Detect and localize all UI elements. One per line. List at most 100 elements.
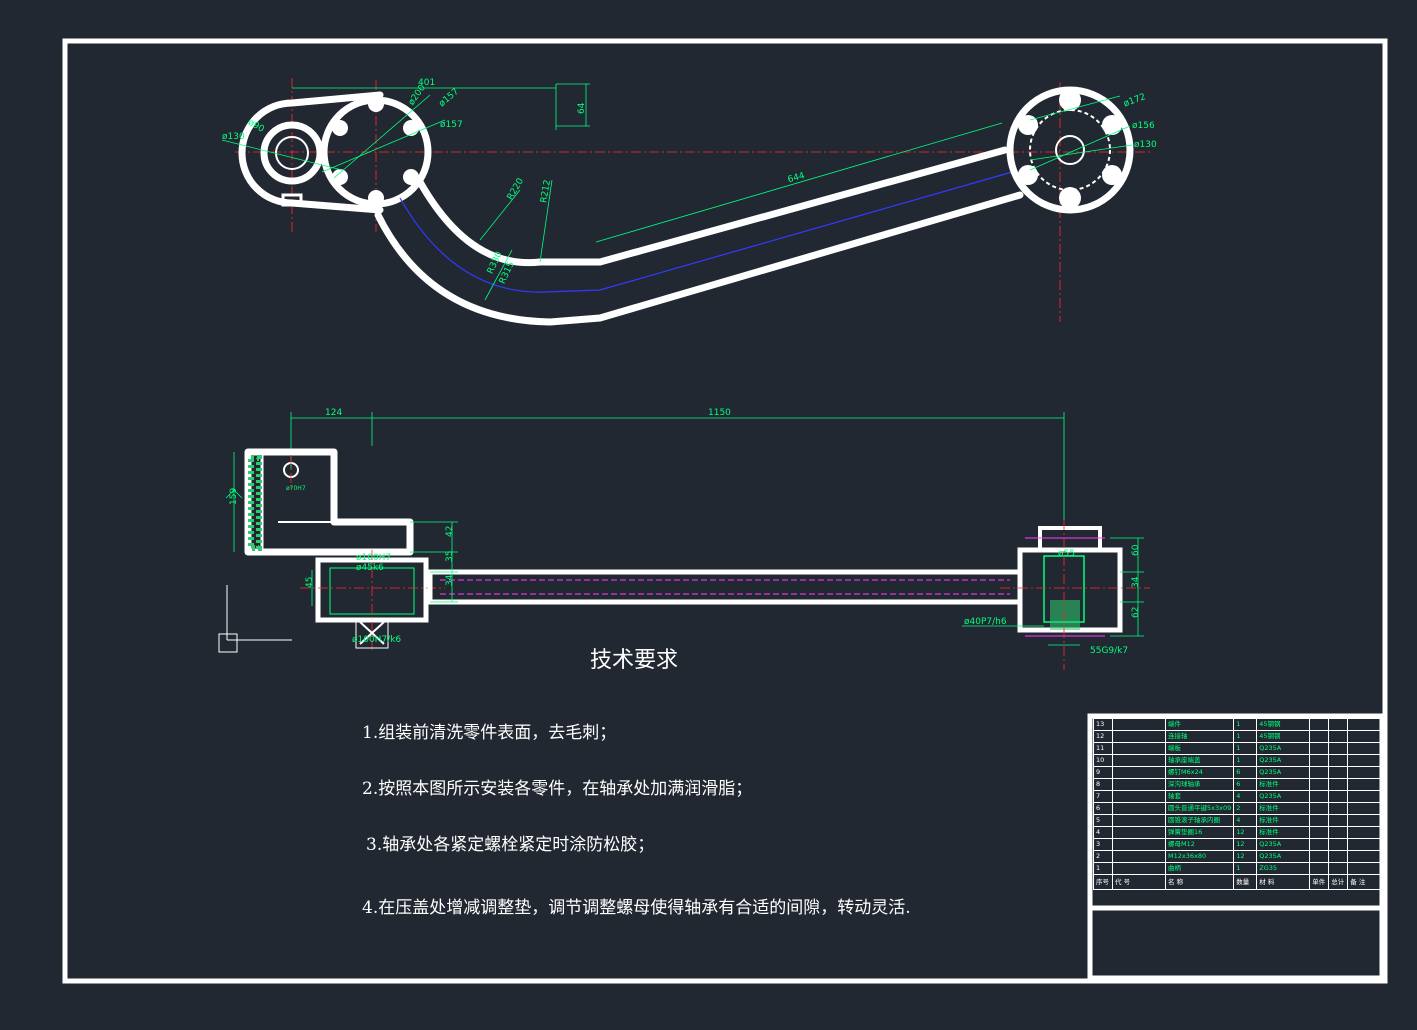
dim-d157a: ø157 xyxy=(437,87,461,109)
dim-42: 42 xyxy=(445,526,455,537)
bom-cell-no: 3 xyxy=(1093,838,1113,851)
bom-cell-material: Q235A xyxy=(1256,754,1311,767)
dim-d55: ø55 xyxy=(1058,549,1075,559)
dim-d130-left: ø130 xyxy=(222,132,245,142)
bom-cell-no: 5 xyxy=(1093,814,1113,827)
bom-cell-code xyxy=(1112,778,1166,791)
bom-cell-material: 45钢钢 xyxy=(1256,730,1311,743)
dim-401: 401 xyxy=(418,78,435,88)
dim-r220: R220 xyxy=(506,176,527,202)
bom-cell-single xyxy=(1309,862,1330,875)
bom-cell-qty: 12 xyxy=(1233,850,1258,863)
bom-cell-remark xyxy=(1347,766,1383,779)
top-view: 401 64 ø130 ø90 ø200 ø157 ø157 R220 R212… xyxy=(221,78,1157,326)
bom-cell-no: 13 xyxy=(1093,718,1113,731)
bom-cell-material: Q235A xyxy=(1256,766,1311,779)
bom-cell-name: 弹簧垫圈16 xyxy=(1164,826,1235,839)
bom-cell-single xyxy=(1309,838,1330,851)
bom-cell-name: 螺钉M6x24 xyxy=(1164,766,1235,779)
dim-fit-55g9k7: 55G9/k7 xyxy=(1090,646,1128,656)
bom-cell-remark xyxy=(1347,814,1383,827)
dim-fit-70h7: ø70H7 xyxy=(286,485,306,492)
top-dimensions xyxy=(221,83,1133,301)
bom-cell-remark xyxy=(1347,718,1383,731)
bom-cell-no: 10 xyxy=(1093,754,1113,767)
bom-cell-material: Q235A xyxy=(1256,838,1311,851)
bom-cell-total xyxy=(1328,718,1349,731)
dim-34: 34 xyxy=(445,574,455,586)
bom-cell-remark xyxy=(1347,838,1383,851)
bom-cell-single xyxy=(1309,778,1330,791)
bom-cell-qty: 1 xyxy=(1233,718,1258,731)
dim-34b: 34 xyxy=(1131,576,1141,588)
bom-header-row: 序号 代 号 名 称 数量 材 料 单件 总计 备 注 xyxy=(1093,874,1383,890)
bom-cell-name: 圆锥滚子轴承内圈 xyxy=(1164,814,1235,827)
bom-cell-qty: 1 xyxy=(1233,754,1258,767)
bom-cell-single xyxy=(1309,766,1330,779)
bom-cell-total xyxy=(1328,754,1349,767)
bom-cell-single xyxy=(1309,742,1330,755)
bom-cell-code xyxy=(1112,802,1166,815)
bom-cell-qty: 12 xyxy=(1233,838,1258,851)
bom-cell-qty: 1 xyxy=(1233,862,1258,875)
bom-cell-remark xyxy=(1347,802,1383,815)
dim-fit-45k6: ø45k6 xyxy=(356,563,384,573)
bom-header-total: 总计 xyxy=(1328,874,1349,890)
bom-header-name: 名 称 xyxy=(1164,874,1235,890)
bom-header-single: 单件 xyxy=(1309,874,1330,890)
bom-cell-code xyxy=(1112,862,1166,875)
bom-cell-total xyxy=(1328,766,1349,779)
bom-cell-single xyxy=(1309,730,1330,743)
bom-cell-code xyxy=(1112,742,1166,755)
drawing-border xyxy=(62,38,1388,984)
bom-cell-name: M12x36x80 xyxy=(1164,850,1235,863)
bom-cell-qty: 4 xyxy=(1233,790,1258,803)
bom-cell-code xyxy=(1112,730,1166,743)
connecting-shaft xyxy=(427,569,1023,605)
bom-cell-no: 1 xyxy=(1093,862,1113,875)
bom-cell-total xyxy=(1328,802,1349,815)
bom-cell-material: 标准件 xyxy=(1256,778,1311,791)
bom-cell-code xyxy=(1112,826,1166,839)
bom-cell-total xyxy=(1328,790,1349,803)
dim-d157b: ø157 xyxy=(440,120,463,130)
bom-header-code: 代 号 xyxy=(1112,874,1166,890)
bom-cell-name: 轴套 xyxy=(1164,790,1235,803)
bom-cell-total xyxy=(1328,850,1349,863)
bom-cell-qty: 4 xyxy=(1233,814,1258,827)
bom-cell-single xyxy=(1309,802,1330,815)
dim-644: 644 xyxy=(787,171,807,185)
bom-cell-name: 圆头普通平键5x3x09 xyxy=(1164,802,1235,815)
bom-cell-total xyxy=(1328,730,1349,743)
bom-cell-name: 螺母M12 xyxy=(1164,838,1235,851)
dim-fit-100h7: ø100H7 xyxy=(356,553,391,563)
bom-cell-qty: 12 xyxy=(1233,826,1258,839)
bom-cell-no: 4 xyxy=(1093,826,1113,839)
bom-cell-material: Q235A xyxy=(1256,742,1311,755)
front-view: 124 1150 ø70H7 159 ø100H7 ø45k6 ø100H7/k… xyxy=(218,408,1150,670)
dim-64: 64 xyxy=(577,102,587,114)
bom-cell-remark xyxy=(1347,742,1383,755)
bom-cell-qty: 1 xyxy=(1233,742,1258,755)
dim-d156: ø156 xyxy=(1132,121,1155,131)
dim-159: 159 xyxy=(229,488,239,505)
bom-cell-single xyxy=(1309,754,1330,767)
hub xyxy=(320,96,432,208)
bom-cell-name: 连接轴 xyxy=(1164,730,1235,743)
dim-35: 35 xyxy=(445,551,455,562)
bom-cell-qty: 2 xyxy=(1233,802,1258,815)
bom-cell-name: 端板 xyxy=(1164,742,1235,755)
bom-cell-single xyxy=(1309,790,1330,803)
bom-cell-total xyxy=(1328,826,1349,839)
bom-cell-qty: 1 xyxy=(1233,730,1258,743)
bom-cell-single xyxy=(1309,826,1330,839)
